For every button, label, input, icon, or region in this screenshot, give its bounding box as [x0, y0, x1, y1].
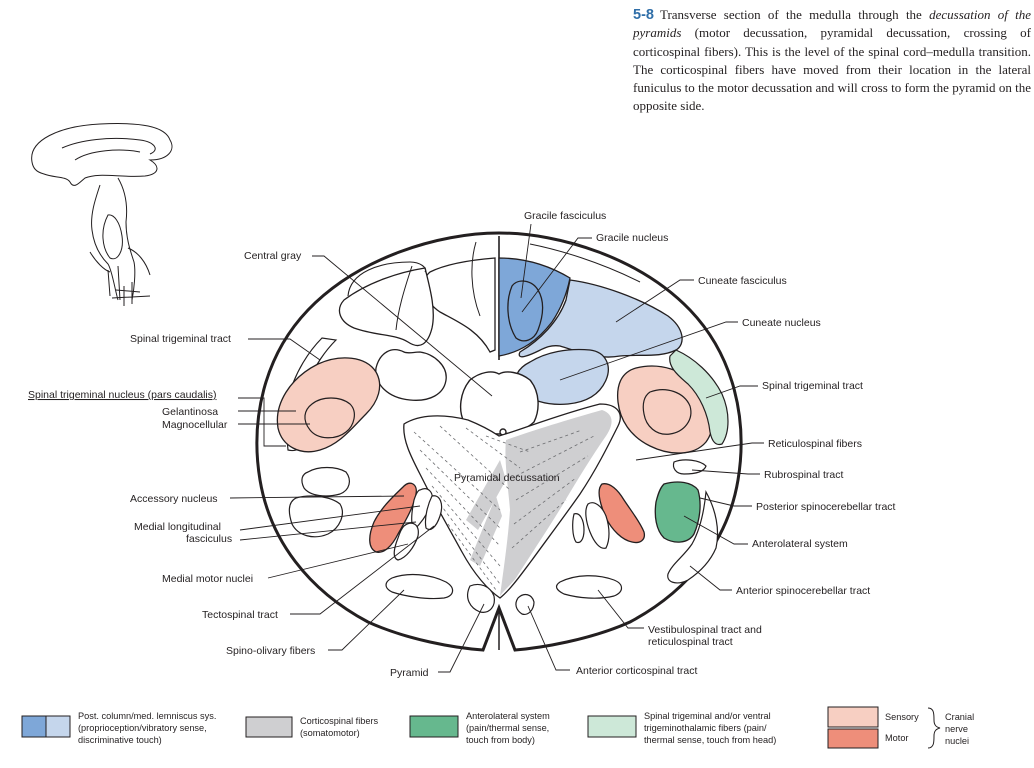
medulla-section — [255, 231, 743, 652]
leader-lines — [229, 223, 764, 673]
decussation-gray-fibers — [500, 410, 612, 596]
label-vestibulospinal-2: reticulospinal tract — [648, 636, 733, 648]
legend-cranial-nerve-nuclei: Sensory Motor Cranial nerve nuclei — [827, 706, 974, 749]
label-accessory-nucleus: Accessory nucleus — [130, 493, 218, 505]
left-medial-motor — [393, 522, 419, 561]
legend-corticospinal-line-1: Corticospinal fibers — [300, 716, 379, 726]
label-medial-motor-nuclei: Medial motor nuclei — [162, 573, 253, 585]
legend-post-column-line-1: Post. column/med. lemniscus sys. — [78, 711, 216, 721]
label-anterolateral-system: Anterolateral system — [752, 538, 848, 550]
label-gracile-nucleus: Gracile nucleus — [596, 232, 668, 244]
legend-anterolateral-line-2: (pain/thermal sense, — [466, 723, 549, 733]
legend-cranial-line-3: nuclei — [945, 736, 969, 746]
right-medial-area — [585, 502, 610, 549]
legend-anterolateral-line-3: touch from body) — [466, 735, 535, 745]
legend-corticospinal-line-2: (somatomotor) — [300, 728, 360, 738]
label-gracile-fasciculus: Gracile fasciculus — [524, 210, 606, 222]
legend-spinal-trigeminal: Spinal trigeminal and/or ventral trigemi… — [587, 711, 776, 745]
gracile-nucleus — [507, 280, 544, 342]
label-spinal-trig-nucleus: Spinal trigeminal nucleus (pars caudalis… — [28, 389, 217, 401]
decussation-hatching — [413, 425, 595, 591]
label-reticulospinal-fibers: Reticulospinal fibers — [768, 438, 862, 450]
legend-sensory: Sensory — [885, 712, 919, 722]
label-vestibulospinal-1: Vestibulospinal tract and — [648, 624, 762, 636]
label-cuneate-nucleus: Cuneate nucleus — [742, 317, 821, 329]
legend-anterolateral-line-1: Anterolateral system — [466, 711, 550, 721]
label-posterior-spinocerebellar: Posterior spinocerebellar tract — [756, 501, 896, 513]
orientation-thumbnail — [31, 123, 173, 306]
right-spinal-trig-tract — [669, 349, 729, 446]
left-pyramid — [467, 583, 495, 613]
left-magnocellular — [304, 397, 355, 439]
left-tectospinal — [424, 495, 443, 531]
labels: Gracile fasciculus Gracile nucleus Centr… — [28, 210, 896, 679]
label-spinal-trig-tract-right: Spinal trigeminal tract — [762, 380, 863, 392]
label-tectospinal-tract: Tectospinal tract — [202, 609, 278, 621]
label-rubrospinal-tract: Rubrospinal tract — [764, 469, 843, 481]
label-mlf-1: Medial longitudinal — [134, 521, 221, 533]
right-medial-area-2 — [572, 513, 585, 544]
legend-brace — [927, 707, 941, 749]
label-anterior-corticospinal: Anterior corticospinal tract — [576, 665, 697, 677]
legend-post-column-line-3: discriminative touch) — [78, 735, 162, 745]
label-pyramid: Pyramid — [390, 667, 429, 679]
caption-text-2: (motor decussation, pyramidal decussatio… — [633, 25, 1031, 114]
left-cuneate-nucleus — [375, 349, 447, 401]
legend-post-column-line-2: (proprioception/vibratory sense, — [78, 723, 207, 733]
right-olivary-area — [555, 575, 623, 599]
legend-spinal-trigeminal-line-2: trigeminothalamic fibers (pain/ — [644, 723, 767, 733]
left-reticular-area — [301, 466, 350, 497]
left-lateral-area — [288, 495, 343, 538]
legend-spinal-trigeminal-line-3: thermal sense, touch from head) — [644, 735, 776, 745]
anterolateral-system — [654, 481, 701, 543]
label-gelantinosa: Gelantinosa — [162, 406, 218, 418]
legend-post-column: Post. column/med. lemniscus sys. (propri… — [21, 711, 216, 745]
left-accessory-nucleus — [369, 482, 417, 553]
right-pyramid-area — [515, 593, 535, 615]
legend: Post. column/med. lemniscus sys. (propri… — [21, 706, 974, 749]
caption-text-1: Transverse section of the medulla throug… — [659, 7, 930, 22]
legend-motor: Motor — [885, 733, 909, 743]
legend-anterolateral: Anterolateral system (pain/thermal sense… — [409, 711, 550, 745]
label-magnocellular: Magnocellular — [162, 419, 228, 431]
caption-italic: decussation of the pyramids — [633, 7, 1031, 41]
right-anterior-spinocerebellar — [667, 490, 719, 584]
label-spinal-trig-tract-left: Spinal trigeminal tract — [130, 333, 231, 345]
right-magnocellular — [642, 389, 692, 435]
legend-spinal-trigeminal-line-1: Spinal trigeminal and/or ventral — [644, 711, 771, 721]
left-cuneate-fasciculus — [338, 267, 434, 347]
label-cuneate-fasciculus: Cuneate fasciculus — [698, 275, 787, 287]
left-olivary-area — [385, 573, 454, 600]
legend-corticospinal: Corticospinal fibers (somatomotor) — [245, 716, 379, 738]
figure-caption: 5-8 Transverse section of the medulla thr… — [633, 6, 1031, 116]
label-pyramidal-decussation: Pyramidal decussation — [454, 472, 560, 484]
label-central-gray: Central gray — [244, 250, 302, 262]
legend-cranial-line-1: Cranial — [945, 712, 974, 722]
label-mlf-2: fasciculus — [186, 533, 232, 545]
label-anterior-spinocerebellar: Anterior spinocerebellar tract — [736, 585, 870, 597]
figure-number: 5-8 — [633, 7, 654, 23]
label-spino-olivary: Spino-olivary fibers — [226, 645, 315, 657]
legend-cranial-line-2: nerve — [945, 724, 968, 734]
